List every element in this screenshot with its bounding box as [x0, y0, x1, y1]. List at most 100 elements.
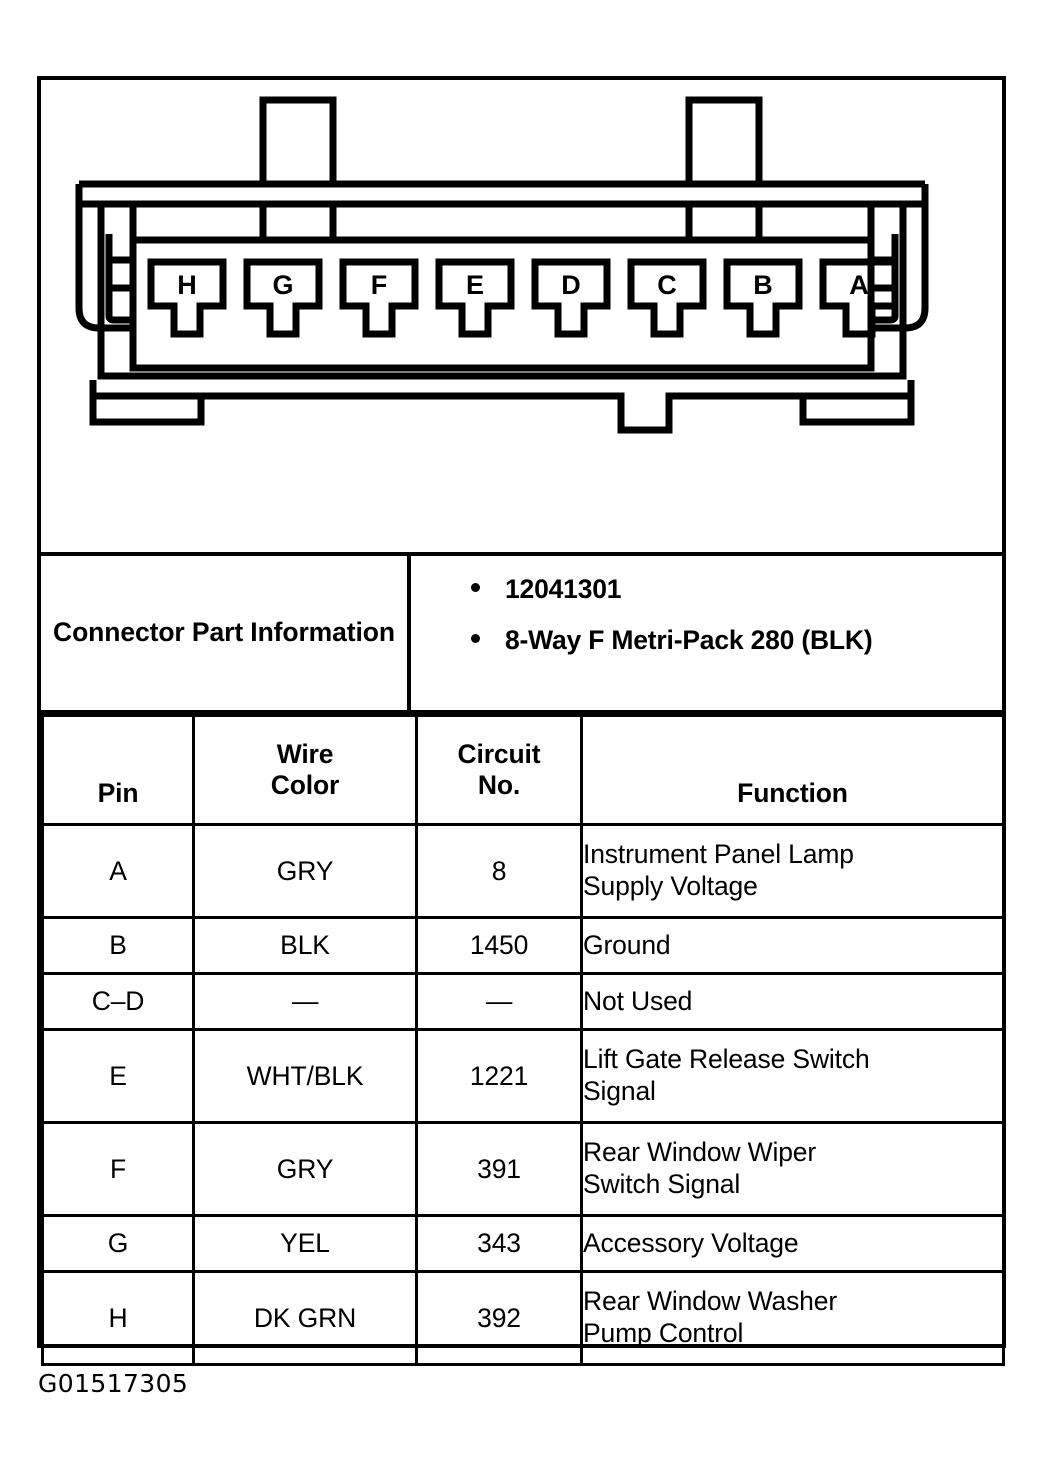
cavity-outline — [339, 258, 419, 338]
cell-pin: H — [41, 1270, 195, 1366]
cavity-outline — [147, 258, 227, 338]
cell-wire-color: BLK — [192, 916, 418, 975]
circuit-line1: Circuit — [457, 739, 541, 770]
function-line2: Signal — [583, 1076, 656, 1106]
cavity-outline — [531, 258, 611, 338]
cell-wire-color: DK GRN — [192, 1270, 418, 1366]
top-key-tab-right — [685, 96, 763, 184]
terminal-cavity-f: F — [339, 258, 419, 338]
connector-shell-outer — [97, 204, 907, 380]
illustration-divider — [41, 552, 1002, 556]
function-line1: Ground — [583, 929, 671, 960]
table-row: C–D——Not Used — [41, 972, 1005, 1031]
part-number-text: 12041301 — [505, 574, 622, 604]
terminal-cavity-h: H — [147, 258, 227, 338]
cavity-outline — [819, 258, 899, 338]
column-header-wire-color: Wire Color — [192, 714, 418, 826]
cavity-label: H — [177, 270, 197, 300]
function-line1: Accessory Voltage — [583, 1227, 799, 1258]
cell-circuit-no: 8 — [415, 823, 583, 919]
cavity-outline — [627, 258, 707, 338]
bottom-mounting-bar — [89, 380, 915, 434]
cell-pin: B — [41, 916, 195, 975]
part-info-divider — [41, 710, 1002, 714]
column-header-function: Function — [580, 714, 1005, 826]
cavity-label: C — [657, 270, 677, 300]
cell-pin: F — [41, 1121, 195, 1217]
cell-pin: A — [41, 823, 195, 919]
function-line2: Pump Control — [583, 1318, 744, 1348]
cavity-outline — [243, 258, 323, 338]
function-line1: Rear Window Washer — [583, 1286, 838, 1317]
connector-part-information-values-cell: 12041301 8-Way F Metri-Pack 280 (BLK) — [411, 556, 1002, 710]
top-key-tab-right-legs — [685, 204, 763, 240]
cavity-outline — [723, 258, 803, 338]
right-latch-arm-slot — [871, 234, 899, 324]
cavity-outline — [435, 258, 515, 338]
cell-wire-color: YEL — [192, 1214, 418, 1273]
function-line1: Instrument Panel Lamp — [583, 839, 854, 870]
terminal-cavity-b: B — [723, 258, 803, 338]
column-header-pin: Pin — [41, 714, 195, 826]
circuit-line2: No. — [477, 770, 521, 800]
cavity-label: B — [753, 270, 773, 300]
top-key-tab-left — [259, 96, 337, 184]
left-latch-arm-slot — [105, 234, 133, 324]
top-flange-lower-edge — [75, 184, 929, 208]
cavity-label: E — [466, 270, 484, 300]
cell-circuit-no: — — [415, 972, 583, 1031]
cell-wire-color: — — [192, 972, 418, 1031]
cell-function: Accessory Voltage — [580, 1214, 1005, 1273]
connector-part-information-label-cell: Connector Part Information — [41, 556, 411, 710]
cell-wire-color: GRY — [192, 1121, 418, 1217]
bottom-foot-left — [89, 392, 205, 426]
function-line2: Switch Signal — [583, 1169, 741, 1199]
cavity-label: G — [272, 270, 293, 300]
cell-pin: C–D — [41, 972, 195, 1031]
terminal-cavity-c: C — [627, 258, 707, 338]
cell-circuit-no: 392 — [415, 1270, 583, 1366]
bullet-dot-icon — [471, 634, 480, 644]
function-line1: Not Used — [583, 985, 693, 1016]
cell-circuit-no: 343 — [415, 1214, 583, 1273]
bullet-dot-icon — [471, 583, 480, 592]
function-line1: Rear Window Wiper — [583, 1137, 817, 1168]
cell-circuit-no: 1221 — [415, 1028, 583, 1124]
function-line1: Lift Gate Release Switch — [583, 1044, 870, 1075]
cell-circuit-no: 391 — [415, 1121, 583, 1217]
connector-part-information-row: Connector Part Information 12041301 8-Wa… — [41, 556, 1002, 710]
wire-color-line1: Wire — [276, 739, 334, 770]
connector-part-information-label: Connector Part Information — [53, 617, 395, 648]
terminal-cavity-e: E — [435, 258, 515, 338]
cell-wire-color: WHT/BLK — [192, 1028, 418, 1124]
cell-circuit-no: 1450 — [415, 916, 583, 975]
cell-pin: G — [41, 1214, 195, 1273]
terminal-cavity-d: D — [531, 258, 611, 338]
column-header-circuit-no: Circuit No. — [415, 714, 583, 826]
top-key-tab-left-legs — [259, 204, 337, 240]
cavity-label: A — [849, 270, 869, 300]
cell-wire-color: GRY — [192, 823, 418, 919]
part-description-text: 8-Way F Metri-Pack 280 (BLK) — [505, 625, 873, 656]
cavity-label: F — [371, 270, 388, 300]
cell-pin: E — [41, 1028, 195, 1124]
part-number-bullet: 12041301 — [467, 570, 1002, 608]
bottom-foot-right — [799, 392, 915, 426]
cell-function: Not Used — [580, 972, 1005, 1031]
part-description-bullet: 8-Way F Metri-Pack 280 (BLK) — [467, 621, 1002, 659]
